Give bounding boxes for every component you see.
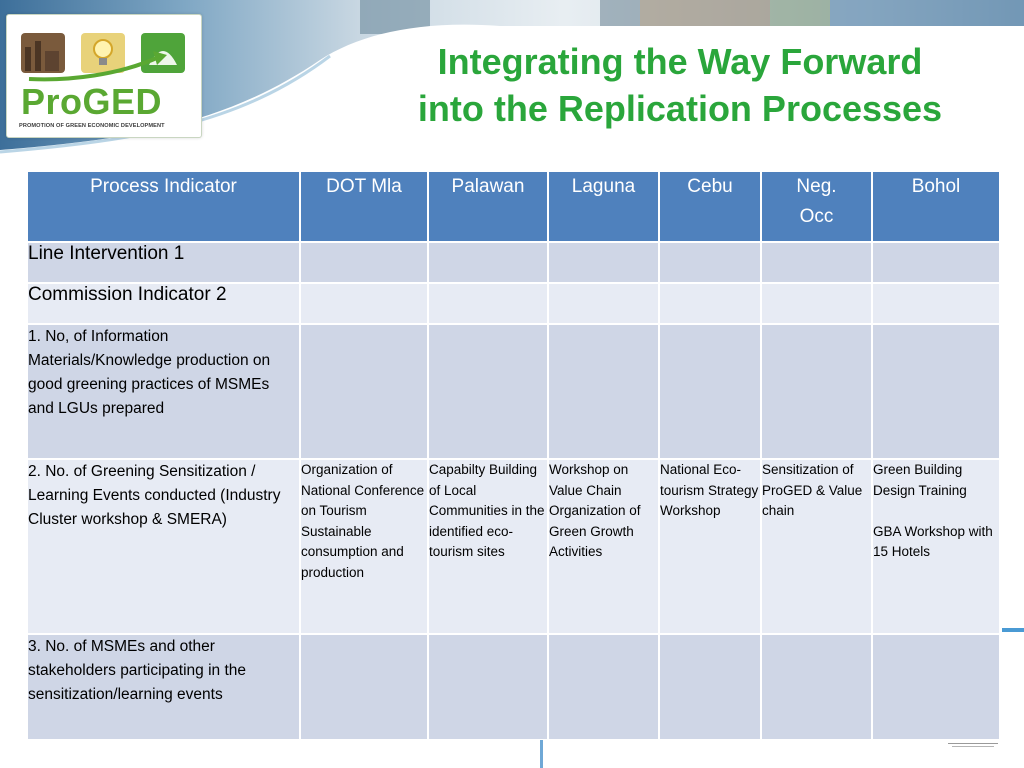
table-cell: [760, 633, 873, 741]
table-cell: [760, 282, 873, 325]
column-header: Neg. Occ: [760, 170, 873, 243]
column-header: Cebu: [658, 170, 762, 243]
logo-wordmark: ProGED: [21, 81, 163, 122]
table-cell-bohol: Green Building Design Training GBA Works…: [871, 458, 1001, 635]
header-wave-graphic: [0, 0, 1024, 160]
table-cell: [427, 323, 549, 460]
table-cell: [427, 282, 549, 325]
table-cell-laguna: Workshop on Value Chain Organization of …: [547, 458, 660, 635]
table-cell: [427, 633, 549, 741]
table-row: 3. No. of MSMEs and other stakeholders p…: [26, 633, 1001, 741]
slide-title-line-2: into the Replication Processes: [417, 88, 943, 129]
indicator-cell: Commission Indicator 2: [26, 282, 301, 325]
footer-divider: [540, 740, 543, 768]
table-cell: [299, 282, 429, 325]
slide-title-line-1: Integrating the Way Forward: [437, 41, 923, 82]
column-header: DOT Mla: [299, 170, 429, 243]
table-cell: [871, 241, 1001, 284]
side-accent-mark: [1002, 628, 1024, 632]
table-cell: [658, 282, 762, 325]
table-cell: [871, 323, 1001, 460]
column-header: Bohol: [871, 170, 1001, 243]
table-cell: [547, 241, 660, 284]
indicator-cell: 2. No. of Greening Sensitization / Learn…: [26, 458, 301, 635]
table-cell: [658, 323, 762, 460]
table-cell: [547, 633, 660, 741]
table-row: Line Intervention 1: [26, 241, 1001, 284]
indicator-cell: 3. No. of MSMEs and other stakeholders p…: [26, 633, 301, 741]
column-header: Process Indicator: [26, 170, 301, 243]
table-cell: [871, 633, 1001, 741]
indicator-table: Process Indicator DOT Mla Palawan Laguna…: [26, 170, 1001, 741]
table-cell: [547, 282, 660, 325]
table-cell: [547, 323, 660, 460]
table-cell: [658, 241, 762, 284]
table-cell: [299, 241, 429, 284]
table-cell: [871, 282, 1001, 325]
table-cell: [658, 633, 762, 741]
table-cell-palawan: Capabilty Building of Local Communities …: [427, 458, 549, 635]
table-cell: [299, 323, 429, 460]
table-cell-neg-occ: Sensitization of ProGED & Value chain: [760, 458, 873, 635]
table-row: 2. No. of Greening Sensitization / Learn…: [26, 458, 1001, 635]
table-row: Commission Indicator 2: [26, 282, 1001, 325]
footer-logo-mark: [948, 743, 998, 747]
table-row: 1. No, of Information Materials/Knowledg…: [26, 323, 1001, 460]
table-cell: [760, 241, 873, 284]
column-header: Laguna: [547, 170, 660, 243]
indicator-cell: 1. No, of Information Materials/Knowledg…: [26, 323, 301, 460]
slide-title: Integrating the Way Forward into the Rep…: [340, 38, 1020, 132]
proged-logo: ProGED PROMOTION OF GREEN ECONOMIC DEVEL…: [6, 14, 202, 138]
table-header-row: Process Indicator DOT Mla Palawan Laguna…: [26, 170, 1001, 243]
table-cell: [299, 633, 429, 741]
table-cell-cebu: National Eco-tourism Strategy Workshop: [658, 458, 762, 635]
table-cell-dot-mla: Organization of National Conference on T…: [299, 458, 429, 635]
table-cell: [760, 323, 873, 460]
table-cell: [427, 241, 549, 284]
logo-tagline: PROMOTION OF GREEN ECONOMIC DEVELOPMENT: [19, 123, 165, 129]
column-header: Palawan: [427, 170, 549, 243]
logo-icons-graphic: [21, 33, 185, 82]
indicator-cell: Line Intervention 1: [26, 241, 301, 284]
